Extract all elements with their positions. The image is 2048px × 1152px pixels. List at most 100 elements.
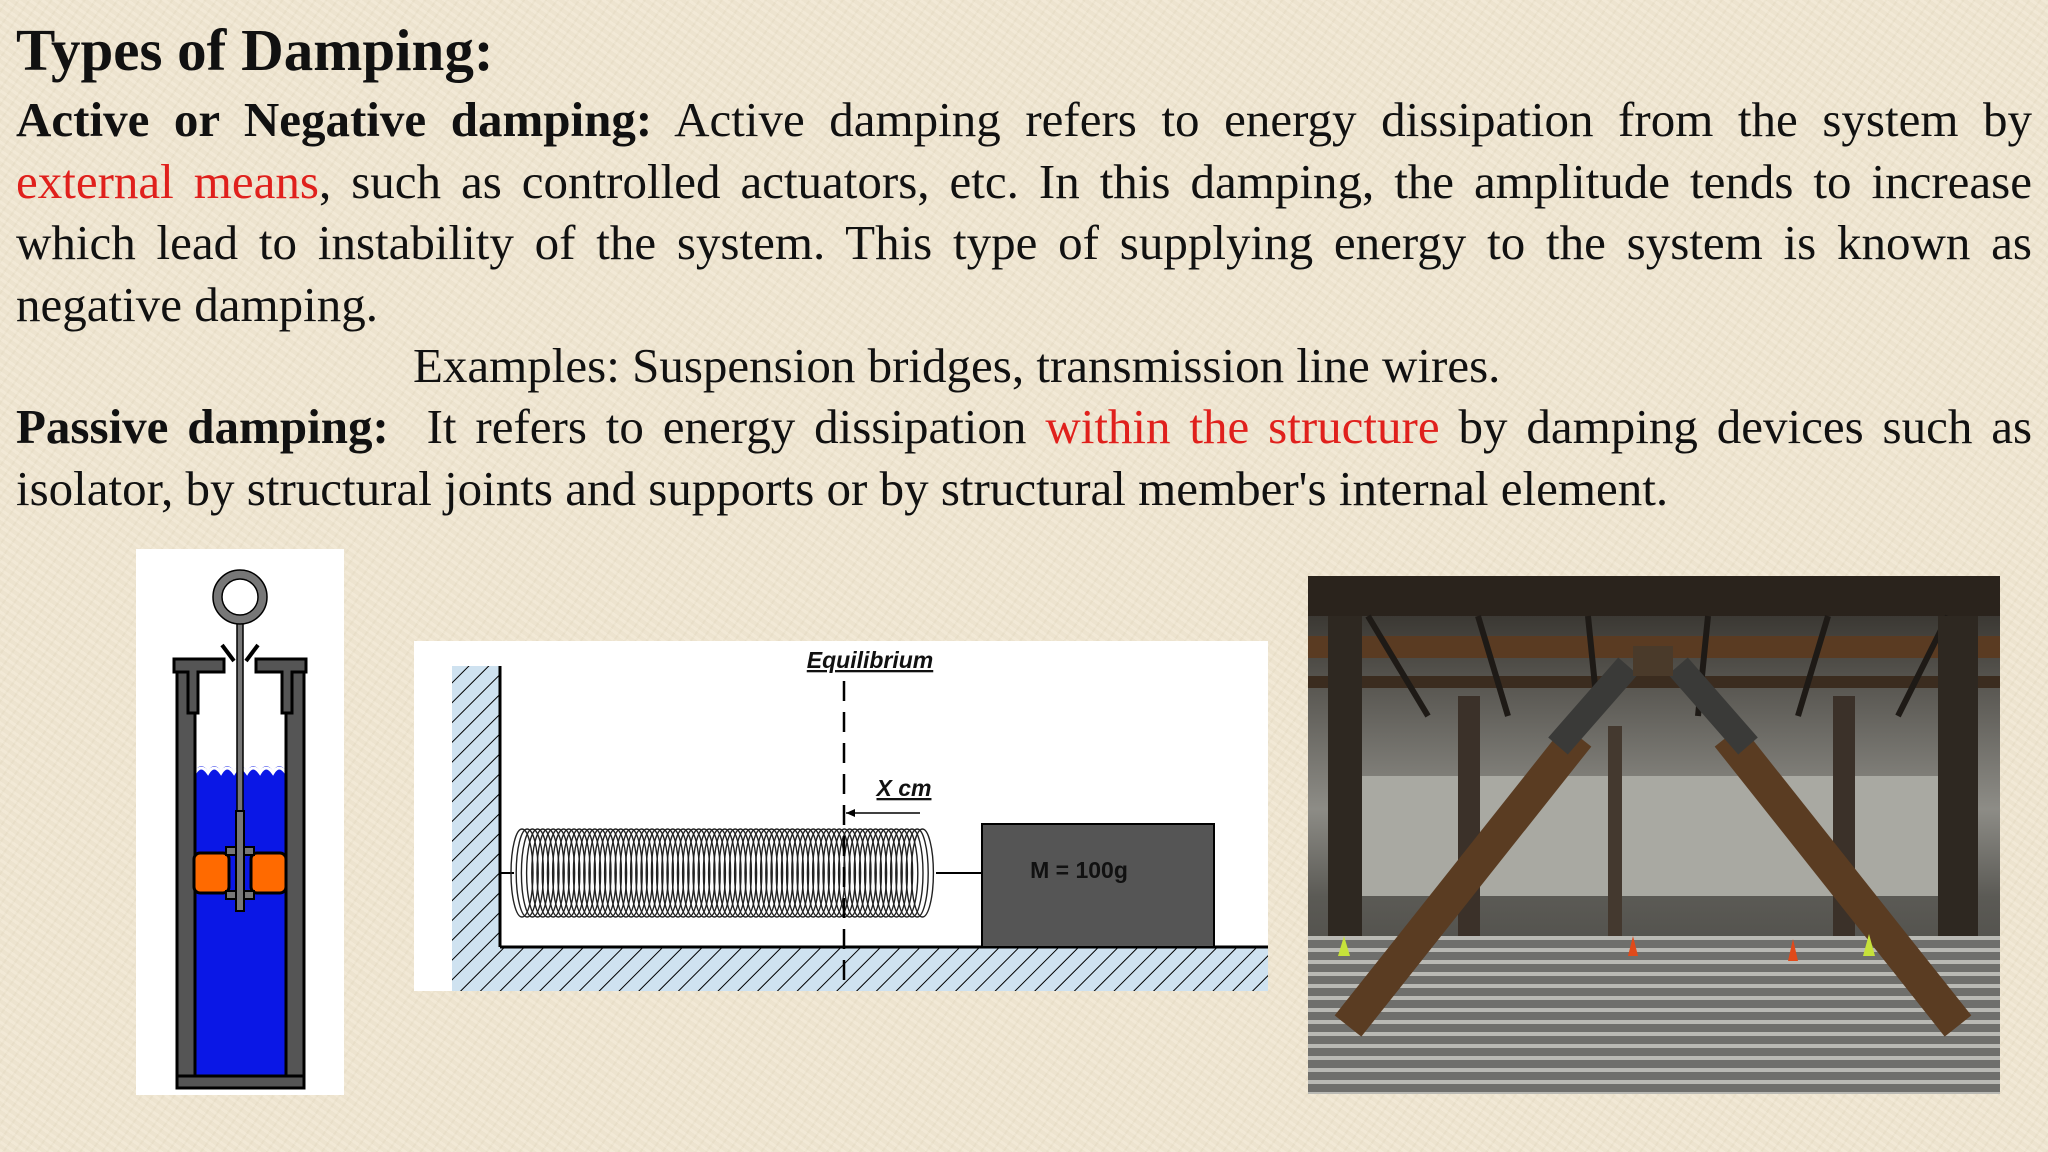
spring-coil [759,828,784,918]
spring-coil [557,828,581,918]
steel-frame-photo [1308,576,2000,1094]
spring-coil [884,828,909,918]
spring-coil [749,828,773,918]
spring-coil [624,828,649,918]
wall [452,666,500,971]
spring-coil [837,828,862,918]
spring-coil [905,828,929,918]
spring-coil [858,828,883,918]
spring-coil [770,828,794,918]
spring-coil [655,828,680,918]
spring-coil [598,828,623,918]
slide-title: Types of Damping: [16,17,494,83]
mass-label: M = 100g [1030,857,1128,883]
within-structure-highlight: within the structure [1045,399,1440,454]
spring-coil [650,828,675,918]
spring-coil [754,828,779,918]
spring-coil [536,828,560,918]
spring-coil [525,828,550,918]
spring-coil [687,828,711,918]
displacement-label: X cm [875,775,932,801]
spring-coil [889,828,914,918]
spring-coil [551,828,576,918]
active-line-2-text: , such as controlled actuators, etc. In … [318,153,2032,209]
spring-coil [676,828,701,918]
spring-coil [531,828,555,918]
dashpot-icon [136,549,344,1095]
spring-coil [879,828,903,918]
spring-coil [817,828,841,918]
spring-coil [791,828,815,918]
spring-coil [510,828,534,918]
spring-coil [520,828,545,918]
spring-coil [806,828,831,918]
spring-coil [848,828,872,918]
external-means-highlight: external means [16,153,319,209]
spring-coil [713,828,737,918]
spring-coil [666,828,690,918]
spring-coil [796,828,820,918]
spring-coil [567,828,591,918]
spring-coil [583,828,607,918]
spring-coil [619,828,643,918]
passive-damping-paragraph: Passive damping: It refers to energy dis… [16,396,2032,519]
spring-coil [910,828,935,918]
spring-coil [593,828,617,918]
active-line-1: Active or Negative damping: Active dampi… [16,89,2032,151]
spring-coil [546,828,571,918]
spring-coil [801,828,825,918]
examples-line: Examples: Suspension bridges, transmissi… [413,338,1501,393]
spring-coil [640,828,664,918]
passive-text-before: It refers to energy dissipation [426,399,1027,454]
spring-coil [577,828,602,918]
spring-coil [863,828,888,918]
spring-coil [723,828,747,918]
dashpot-figure [136,549,344,1095]
spring-coil [718,828,742,918]
spring-coil [853,828,877,918]
mass-block [981,823,1215,948]
active-damping-label: Active or Negative damping: [16,92,653,147]
active-line-4: negative damping. [16,276,378,332]
spring-coil [609,828,633,918]
floor [452,947,1268,991]
spring-coil [697,828,721,918]
spring-coil [635,828,659,918]
steel-frame-photo-icon [1308,576,2000,1094]
spring [510,828,935,918]
spring-coil [614,828,638,918]
spring-coil [733,828,758,918]
spring-coil [739,828,763,918]
spring-coil [629,828,654,918]
equilibrium-label: Equilibrium [807,647,934,673]
spring-mass-diagram: M = 100g Equilibrium X cm [414,641,1268,991]
spring-coil [572,828,597,918]
spring-coil [588,828,612,918]
spring-mass-icon: M = 100g Equilibrium X cm [414,641,1268,991]
spring-coil [775,828,799,918]
active-damping-paragraph: Active or Negative damping: Active dampi… [16,89,2032,335]
spring-coil [515,828,539,918]
spring-coil [744,828,768,918]
spring-coil [728,828,753,918]
spring-coil [780,828,805,918]
spring-coil [765,828,789,918]
active-line-1-text: Active damping refers to energy dissipat… [674,92,2033,147]
passive-line-1: Passive damping: It refers to energy dis… [16,396,2032,458]
active-line-3: which lead to instability of the system.… [16,215,2032,270]
spring-coil [785,828,810,918]
spring-coil [541,828,565,918]
spring-coil [603,828,628,918]
spring-coil [869,828,893,918]
spring-coil [671,828,695,918]
passive-damping-label: Passive damping: [16,399,389,454]
spring-coil [811,828,836,918]
spring-coil [827,828,851,918]
passive-line-2: isolator, by structural joints and suppo… [16,460,1669,516]
spring-coil [707,828,732,918]
passive-text-after: by damping devices such as [1458,399,2033,454]
spring-coil [692,828,716,918]
spring-coil [661,828,685,918]
spring-coil [562,828,586,918]
spring-coil [645,828,669,918]
